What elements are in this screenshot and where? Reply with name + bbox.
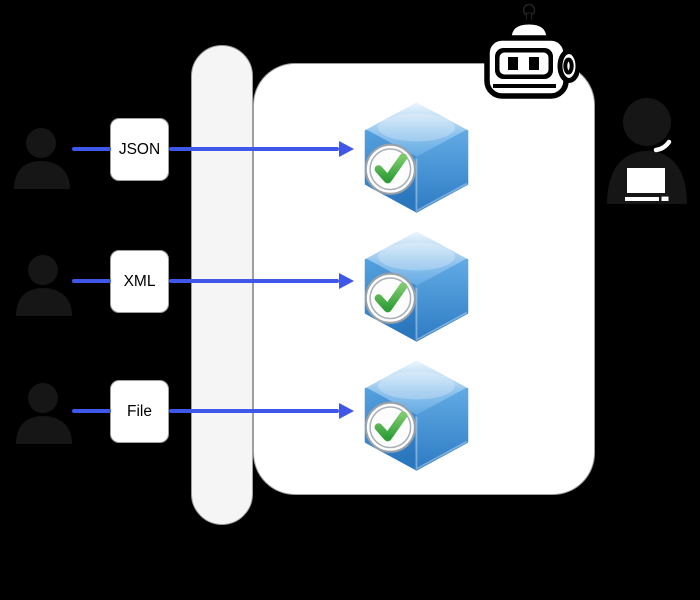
user-silhouette-icon	[15, 254, 73, 316]
input-node-xml: XML	[110, 250, 169, 313]
support-agent-laptop-icon	[607, 98, 687, 204]
input-node-json: JSON	[110, 118, 169, 181]
flow-arrowhead-icon	[339, 140, 354, 157]
input-node-label: File	[127, 402, 152, 420]
flow-arrow-line	[169, 279, 339, 283]
input-node-label: XML	[123, 272, 156, 290]
blue-cube-green-check-icon	[363, 102, 470, 213]
flow-arrow-line	[169, 409, 339, 413]
blue-cube-green-check-icon	[363, 360, 470, 471]
connector-line	[72, 279, 111, 283]
user-silhouette-icon	[15, 382, 73, 444]
flow-arrowhead-icon	[339, 272, 354, 289]
blue-cube-green-check-icon	[363, 231, 470, 342]
flow-arrow-line	[169, 147, 339, 151]
input-node-label: JSON	[118, 140, 161, 158]
flow-arrowhead-icon	[339, 402, 354, 419]
chatbot-robot-icon	[484, 3, 579, 99]
user-silhouette-icon	[13, 127, 71, 189]
connector-line	[72, 409, 111, 413]
connector-line	[72, 147, 111, 151]
pipeline-bar	[191, 45, 253, 525]
input-node-file: File	[110, 380, 169, 443]
